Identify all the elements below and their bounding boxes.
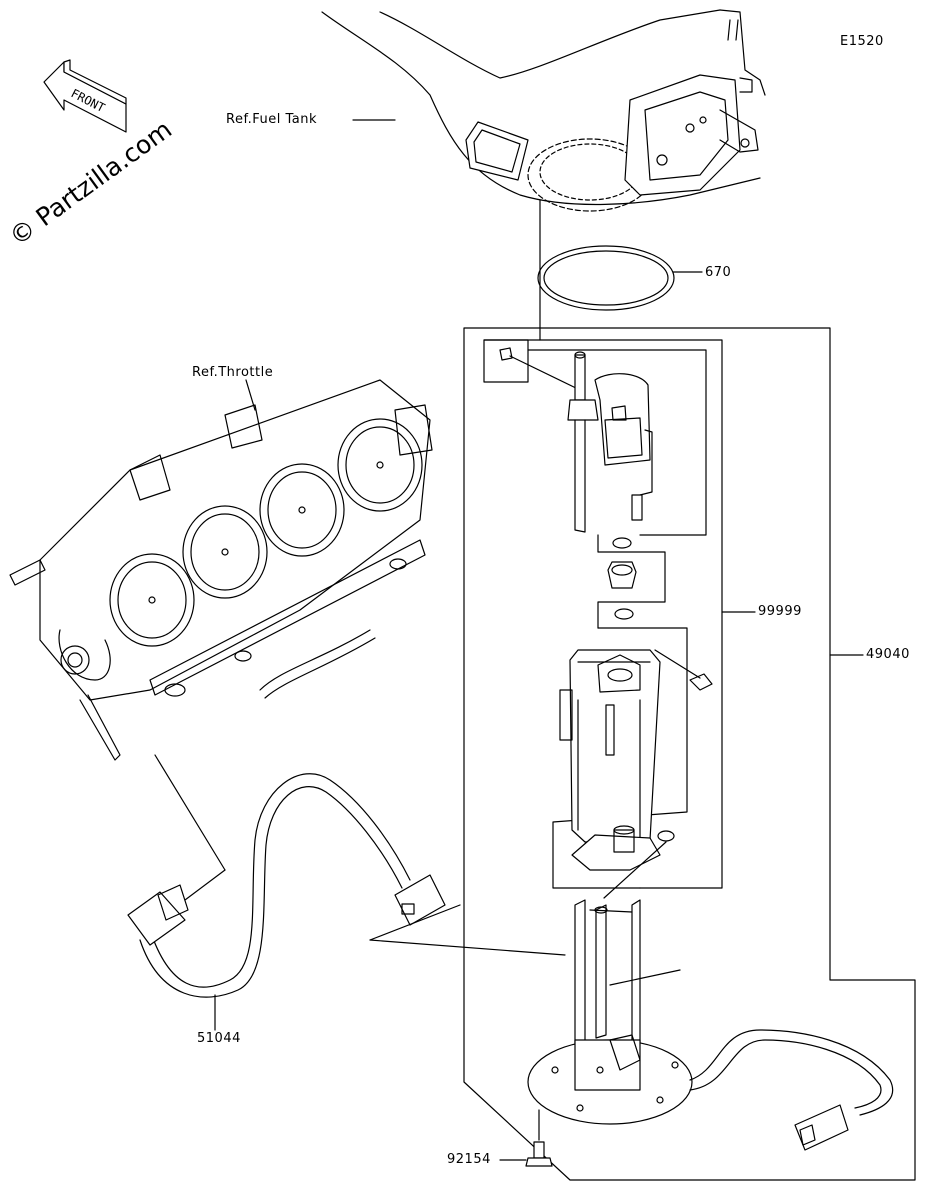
fuel-hose-51044: [127, 754, 681, 1031]
hose-part-number: 51044: [197, 1031, 241, 1046]
screw-box: [483, 339, 581, 391]
pressure-regulator: [597, 534, 666, 629]
fuel-tank-outline: [321, 9, 766, 212]
pump-harness: [689, 1029, 894, 1151]
fuel-filter-base: [571, 825, 675, 899]
bolt-part-number: 92154: [447, 1152, 491, 1167]
pump-subassy-frame-99999: [483, 339, 723, 889]
fuel-tank-ref-label: Ref.Fuel Tank: [226, 112, 317, 127]
oring-part-number: 670: [705, 265, 732, 280]
throttle-body: [9, 379, 433, 761]
pump-subassy-part-number: 99999: [758, 604, 802, 619]
fuel-level-sender: [527, 349, 707, 536]
diagram-code: E1520: [840, 34, 884, 49]
throttle-ref-label: Ref.Throttle: [192, 365, 274, 380]
pump-assy-frame-49040: [463, 327, 916, 1181]
bolt-92154: [499, 1109, 553, 1167]
front-arrow-icon: FRONT: [43, 59, 127, 133]
o-ring-670: [537, 245, 675, 311]
pump-bracket-base: [527, 899, 693, 1125]
fuel-pump-body: [552, 627, 713, 889]
pump-assy-part-number: 49040: [866, 647, 910, 662]
